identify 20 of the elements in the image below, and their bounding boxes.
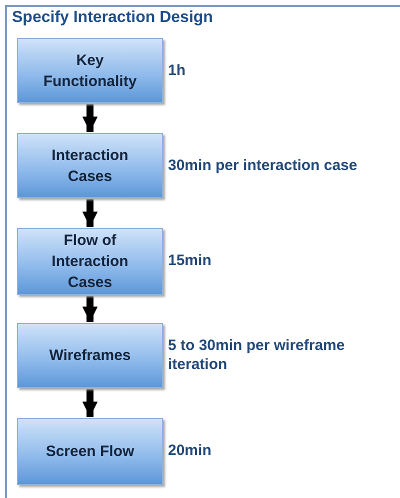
box-label: Key Functionality: [42, 50, 138, 92]
process-box: [17, 133, 163, 198]
duration-label: 30min per interaction case: [168, 157, 358, 176]
process-box: [17, 228, 163, 295]
box-label: Flow of Interaction Cases: [50, 231, 130, 293]
process-box: [17, 323, 163, 388]
duration-label: 1h: [168, 62, 187, 81]
process-box: [17, 418, 163, 485]
duration-label: 20min: [168, 442, 212, 461]
arrow: [82, 104, 98, 132]
process-box: [17, 38, 163, 103]
box-label: Screen Flow: [46, 442, 134, 462]
duration-label: 5 to 30min per wireframe iteration: [168, 337, 346, 374]
arrow: [82, 296, 98, 322]
arrow: [82, 199, 98, 227]
title: Specify Interaction Design: [12, 9, 213, 27]
duration-label: 15min: [168, 252, 212, 271]
box-label: Interaction Cases: [50, 146, 130, 186]
box-label: Wireframes: [49, 346, 131, 366]
arrow: [82, 389, 98, 417]
